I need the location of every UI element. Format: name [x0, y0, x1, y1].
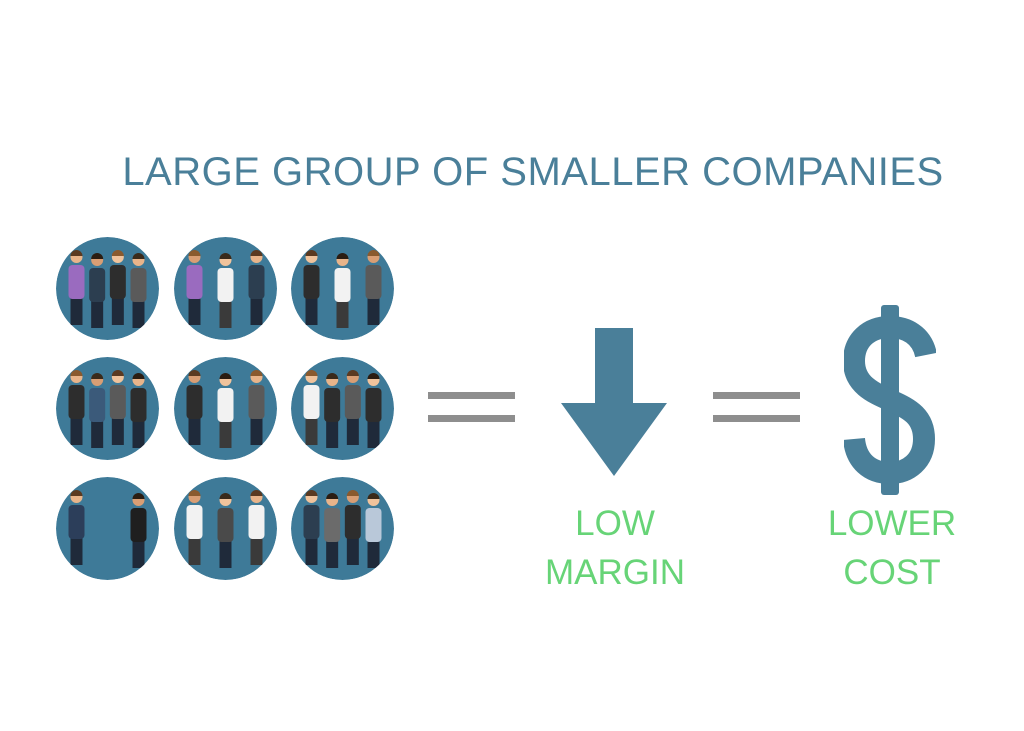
- person-figure: [303, 370, 320, 445]
- company-group-1: [56, 237, 159, 340]
- business-people-group-icon: [174, 477, 277, 580]
- person-figure: [217, 493, 234, 568]
- business-people-group-icon: [56, 357, 159, 460]
- down-arrow-icon: [561, 328, 667, 476]
- company-group-5: [174, 357, 277, 460]
- person-figure: [217, 373, 234, 448]
- person-figure: [334, 253, 351, 328]
- person-figure: [89, 253, 106, 328]
- equals-sign-icon: [713, 392, 800, 424]
- equals-sign-icon: [428, 392, 515, 424]
- person-figure: [109, 370, 126, 445]
- company-group-8: [174, 477, 277, 580]
- person-figure: [324, 373, 341, 448]
- person-figure: [186, 490, 203, 565]
- person-figure: [130, 493, 147, 568]
- business-people-group-icon: [174, 237, 277, 340]
- low-margin-line-2: MARGIN: [545, 553, 685, 592]
- low-margin-label: LOW MARGIN: [540, 499, 690, 597]
- person-figure: [365, 493, 382, 568]
- person-figure: [303, 490, 320, 565]
- company-group-3: [291, 237, 394, 340]
- company-group-2: [174, 237, 277, 340]
- company-group-6: [291, 357, 394, 460]
- person-figure: [217, 253, 234, 328]
- lower-cost-line-2: COST: [843, 553, 941, 592]
- business-people-group-icon: [291, 477, 394, 580]
- person-figure: [130, 253, 147, 328]
- person-figure: [248, 370, 265, 445]
- person-figure: [68, 490, 85, 565]
- business-people-group-icon: [291, 357, 394, 460]
- lower-cost-label: LOWER COST: [822, 499, 962, 597]
- person-figure: [248, 490, 265, 565]
- business-people-group-icon: [291, 237, 394, 340]
- person-figure: [365, 250, 382, 325]
- diagram-title: LARGE GROUP OF SMALLER COMPANIES: [122, 150, 944, 194]
- company-group-7: [56, 477, 159, 580]
- business-people-group-icon: [56, 477, 159, 580]
- person-figure: [68, 250, 85, 325]
- person-figure: [324, 493, 341, 568]
- person-figure: [344, 370, 361, 445]
- person-figure: [68, 370, 85, 445]
- company-groups-grid: [56, 237, 396, 582]
- person-figure: [186, 370, 203, 445]
- lower-cost-line-1: LOWER: [827, 504, 957, 543]
- person-figure: [303, 250, 320, 325]
- person-figure: [248, 250, 265, 325]
- company-group-4: [56, 357, 159, 460]
- business-people-group-icon: [174, 357, 277, 460]
- person-figure: [344, 490, 361, 565]
- business-people-group-icon: [56, 237, 159, 340]
- person-figure: [89, 373, 106, 448]
- person-figure: [186, 250, 203, 325]
- dollar-sign-icon: [844, 305, 936, 495]
- person-figure: [109, 250, 126, 325]
- company-group-9: [291, 477, 394, 580]
- person-figure: [130, 373, 147, 448]
- low-margin-line-1: LOW: [575, 504, 655, 543]
- person-figure: [365, 373, 382, 448]
